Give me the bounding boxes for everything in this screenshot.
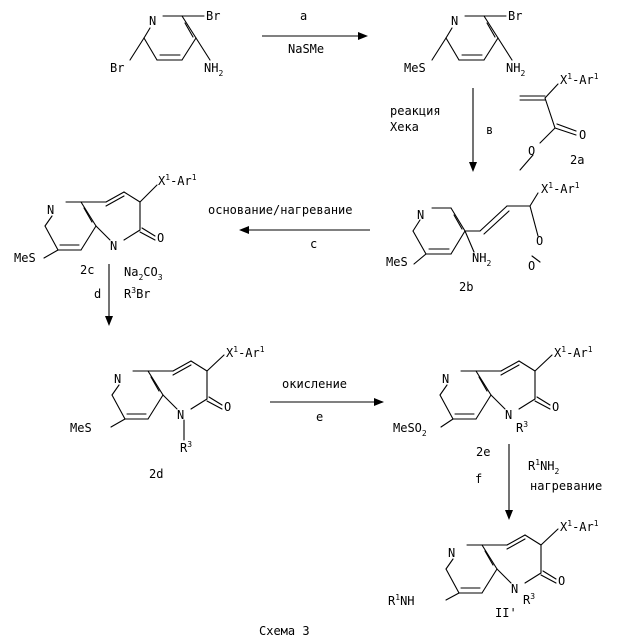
step-b: реакция Хека в xyxy=(390,88,493,172)
compound-dibromopyridinamine: N Br Br NH2 xyxy=(110,9,223,78)
compound-2e: N N O X1-Ar1 MeSO2 R3 2e xyxy=(393,345,593,459)
step-a-reagent: NaSMe xyxy=(288,42,324,56)
atom-nh2: NH2 xyxy=(472,251,491,268)
step-b-letter: в xyxy=(486,123,493,137)
label-2e: 2e xyxy=(476,445,490,459)
atom-n: N xyxy=(448,546,455,560)
step-d-reagent2: R3Br xyxy=(124,286,151,301)
step-e-letter: e xyxy=(316,410,323,424)
atom-br: Br xyxy=(110,61,124,75)
atom-x1-ar1: X1-Ar1 xyxy=(541,181,580,196)
step-a-letter: a xyxy=(300,9,307,23)
step-c-letter: c xyxy=(310,237,317,251)
step-d-reagent1: Na2CO3 xyxy=(124,265,163,282)
atom-mes: MeS xyxy=(70,421,92,435)
scheme-caption: Схема 3 xyxy=(259,624,310,638)
atom-r3: R3 xyxy=(516,420,528,435)
atom-x1-ar1: X1-Ar1 xyxy=(560,72,599,87)
atom-mes: MeS xyxy=(386,255,408,269)
atom-nh2: NH2 xyxy=(506,61,525,78)
step-d-letter: d xyxy=(94,287,101,301)
atom-o: O xyxy=(536,234,543,248)
step-c: основание/нагревание c xyxy=(208,203,370,251)
atom-o: O xyxy=(528,259,535,273)
atom-n: N xyxy=(177,408,184,422)
step-f-letter: f xyxy=(475,472,482,486)
step-e: окисление e xyxy=(270,377,384,424)
step-d: Na2CO3 d R3Br xyxy=(94,264,163,326)
compound-ii-prime: N N O X1-Ar1 R1NH R3 II' xyxy=(388,519,599,620)
step-b-line1: реакция xyxy=(390,104,441,118)
atom-o: O xyxy=(157,231,164,245)
label-ii-prime: II' xyxy=(495,606,517,620)
atom-mes: MeS xyxy=(14,251,36,265)
atom-x1-ar1: X1-Ar1 xyxy=(158,173,197,188)
step-c-text: основание/нагревание xyxy=(208,203,353,217)
atom-nh2: NH2 xyxy=(204,61,223,78)
atom-n: N xyxy=(505,408,512,422)
atom-x1-ar1: X1-Ar1 xyxy=(554,345,593,360)
step-a: a NaSMe xyxy=(262,9,368,56)
atom-meso2: MeSO2 xyxy=(393,421,427,438)
atom-br: Br xyxy=(508,9,522,23)
atom-n: N xyxy=(451,14,458,28)
step-f-condition: нагревание xyxy=(530,479,602,493)
step-b-line2: Хека xyxy=(390,120,419,134)
step-f-reagent: R1NH2 xyxy=(528,458,560,476)
atom-x1-ar1: X1-Ar1 xyxy=(226,345,265,360)
label-2b: 2b xyxy=(459,280,473,294)
atom-r3: R3 xyxy=(180,440,192,455)
atom-o: O xyxy=(552,400,559,414)
atom-n: N xyxy=(110,239,117,253)
atom-n: N xyxy=(47,203,54,217)
atom-n: N xyxy=(149,14,156,28)
atom-br: Br xyxy=(206,9,220,23)
step-f: R1NH2 f нагревание xyxy=(475,444,602,520)
atom-o: O xyxy=(579,128,586,142)
atom-n: N xyxy=(442,372,449,386)
compound-2c: N N O X1-Ar1 MeS 2c xyxy=(14,173,197,277)
step-e-text: окисление xyxy=(282,377,347,391)
label-2d: 2d xyxy=(149,467,163,481)
atom-mes: MeS xyxy=(404,61,426,75)
compound-mes-bromopyridinamine: N Br MeS NH2 xyxy=(404,9,525,78)
atom-x1-ar1: X1-Ar1 xyxy=(560,519,599,534)
compound-2b: N X1-Ar1 O O MeS NH2 2b xyxy=(386,181,580,294)
atom-o: O xyxy=(224,400,231,414)
label-2c: 2c xyxy=(80,263,94,277)
compound-2a: X1-Ar1 O O 2a xyxy=(519,72,599,171)
atom-n: N xyxy=(114,372,121,386)
atom-r3: R3 xyxy=(523,592,535,607)
atom-n: N xyxy=(417,208,424,222)
atom-n: N xyxy=(511,582,518,596)
compound-2d: N N O X1-Ar1 MeS R3 2d xyxy=(70,345,265,481)
atom-r1nh: R1NH xyxy=(388,593,415,608)
label-2a: 2a xyxy=(570,153,584,167)
atom-o: O xyxy=(558,574,565,588)
atom-o: O xyxy=(528,144,535,158)
